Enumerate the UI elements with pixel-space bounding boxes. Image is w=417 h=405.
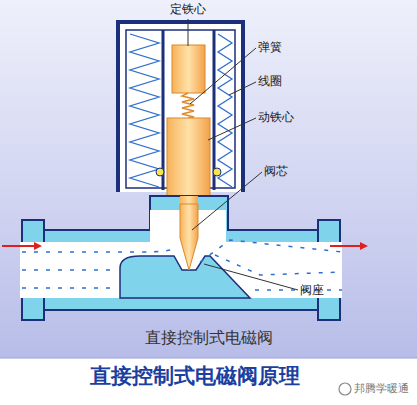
- watermark: 邦腾学暖通: [354, 382, 409, 395]
- caption: 直接控制式电磁阀: [145, 328, 273, 347]
- title: 直接控制式电磁阀原理: [90, 364, 300, 389]
- part-label: 线圈: [258, 74, 282, 88]
- part-label: 阀座: [300, 283, 324, 297]
- part-label: 弹簧: [258, 40, 282, 54]
- part-label: 定铁心: [170, 2, 206, 16]
- part-label: 阀芯: [264, 164, 288, 178]
- part-label: 动铁心: [258, 110, 294, 124]
